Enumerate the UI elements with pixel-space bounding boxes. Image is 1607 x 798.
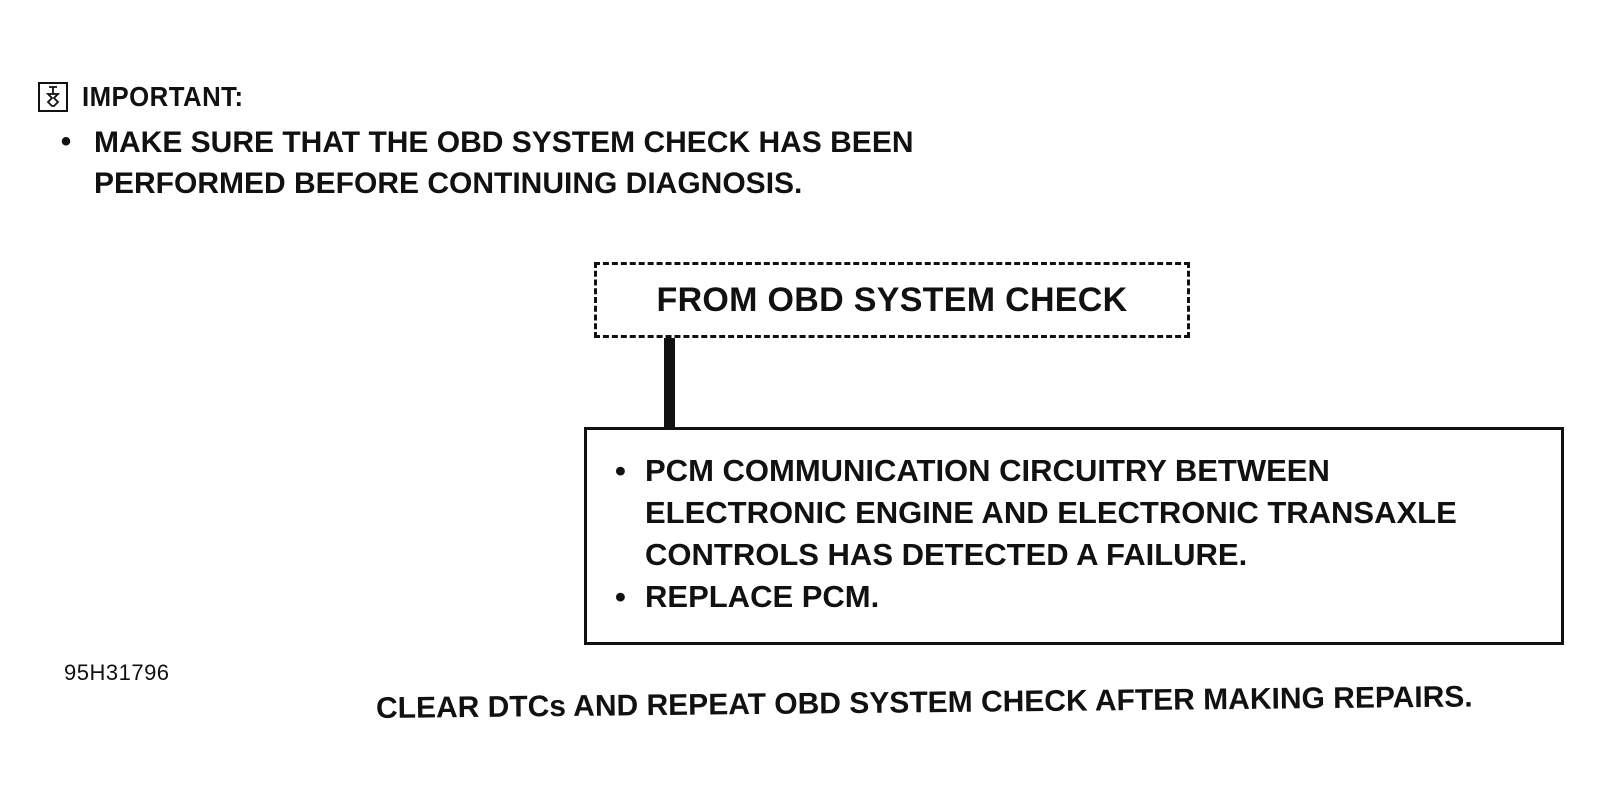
result-text-line: CONTROLS HAS DETECTED A FAILURE. xyxy=(645,537,1248,572)
important-notice: IMPORTANT: • MAKE SURE THAT THE OBD SYST… xyxy=(38,78,1038,204)
important-label: IMPORTANT: xyxy=(82,81,244,112)
flow-start-label: FROM OBD SYSTEM CHECK xyxy=(656,280,1128,319)
footer-note: CLEAR DTCs AND REPEAT OBD SYSTEM CHECK A… xyxy=(375,680,1473,725)
bullet-dot: • xyxy=(615,453,626,488)
result-item-text: PCM COMMUNICATION CIRCUITRY BETWEEN ELEC… xyxy=(645,450,1457,576)
result-item: • PCM COMMUNICATION CIRCUITRY BETWEEN EL… xyxy=(615,450,1541,576)
result-text-line: PCM COMMUNICATION CIRCUITRY BETWEEN xyxy=(645,453,1330,488)
result-text-line: REPLACE PCM. xyxy=(645,579,880,614)
flow-connector-line xyxy=(664,338,675,429)
important-text-line: PERFORMED BEFORE CONTINUING DIAGNOSIS. xyxy=(94,167,803,200)
flow-start-box: FROM OBD SYSTEM CHECK xyxy=(594,262,1190,338)
important-info-icon-glyph xyxy=(45,86,61,107)
important-info-icon xyxy=(38,82,68,112)
result-item: • REPLACE PCM. xyxy=(615,576,1541,618)
important-text-line: MAKE SURE THAT THE OBD SYSTEM CHECK HAS … xyxy=(94,126,914,159)
bullet-dot: • xyxy=(60,125,72,158)
figure-id: 95H31796 xyxy=(64,660,170,685)
bullet-dot: • xyxy=(615,579,626,614)
important-text: MAKE SURE THAT THE OBD SYSTEM CHECK HAS … xyxy=(94,122,914,204)
important-heading: IMPORTANT: xyxy=(38,78,1038,116)
result-item-text: REPLACE PCM. xyxy=(645,576,879,618)
flow-result-box: • PCM COMMUNICATION CIRCUITRY BETWEEN EL… xyxy=(584,427,1564,645)
result-text-line: ELECTRONIC ENGINE AND ELECTRONIC TRANSAX… xyxy=(645,495,1457,530)
important-bullet: • MAKE SURE THAT THE OBD SYSTEM CHECK HA… xyxy=(38,122,1038,204)
